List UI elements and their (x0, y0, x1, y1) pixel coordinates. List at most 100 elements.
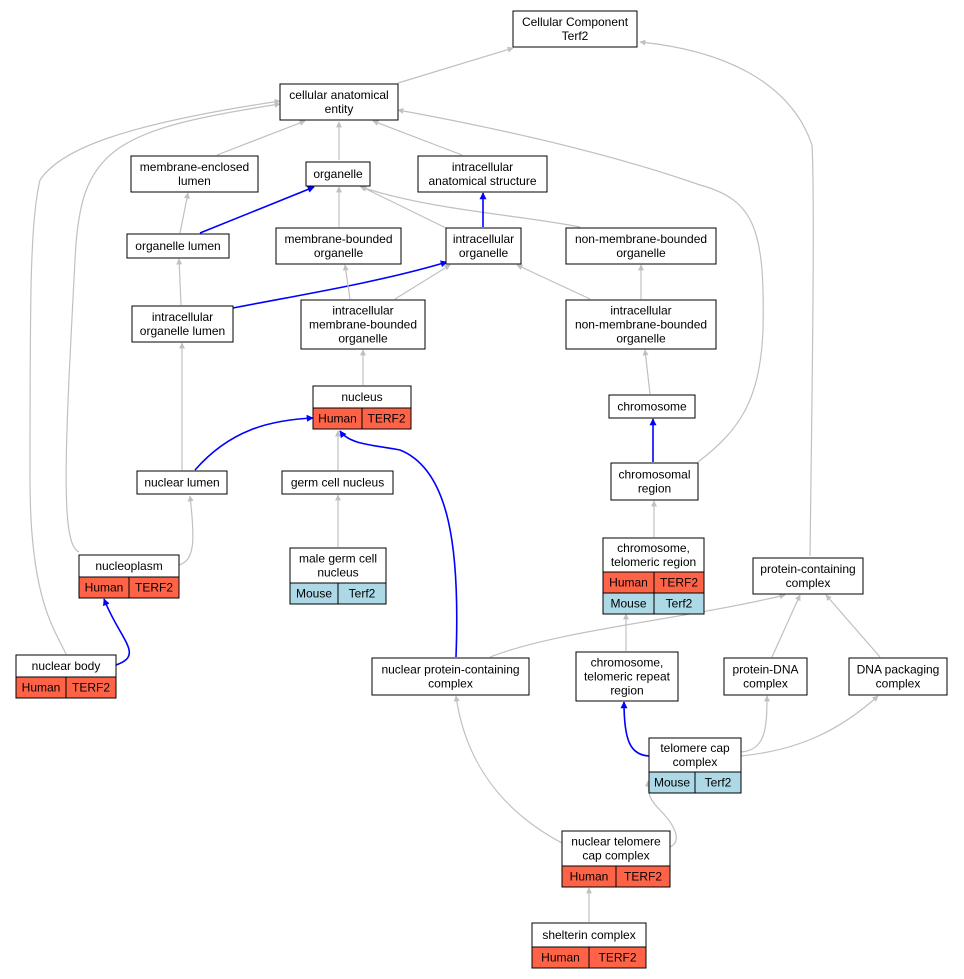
node-box (136, 470, 228, 495)
node-label: organelle (616, 332, 666, 346)
node-box (848, 657, 948, 696)
node-germ-cell-nucleus[interactable]: germ cell nucleus (281, 470, 394, 495)
node-label: organelle (459, 246, 509, 260)
species-label: Mouse (654, 776, 690, 790)
node-box (565, 227, 717, 265)
node-label: complex (876, 677, 921, 691)
node-label: shelterin complex (542, 928, 635, 942)
node-box (281, 470, 394, 495)
species-label: Mouse (610, 597, 646, 611)
edge-organelle-lumen-to-membrane-enclosed-lumen (179, 192, 190, 234)
edge-cellular-anatomical-entity-to-cellular-component (397, 46, 514, 84)
gene-cell (588, 946, 647, 969)
gene-label: TERF2 (135, 581, 173, 595)
node-label: complex (786, 576, 831, 590)
node-label: non-membrane-bounded (575, 318, 707, 332)
species-label: Mouse (296, 587, 332, 601)
species-label: Human (570, 870, 609, 884)
node-label: non-membrane-bounded (575, 232, 707, 246)
node-box (275, 227, 402, 265)
node-label: region (638, 482, 671, 496)
edge-nuclear-protein-containing-complex-to-protein-containing-complex (489, 593, 786, 658)
species-label: Human (22, 681, 61, 695)
node-label: nucleus (341, 390, 382, 404)
gene-label: TERF2 (367, 412, 405, 426)
edge-intracellular-organelle-lumen-to-organelle-lumen (176, 258, 183, 306)
node-label: entity (325, 102, 354, 116)
gene-label: Terf2 (705, 776, 732, 790)
node-box (305, 161, 371, 187)
node-label: germ cell nucleus (291, 476, 384, 490)
gene-label: Terf2 (349, 587, 376, 601)
node-label: telomeric region (611, 555, 696, 569)
edge-nuclear-lumen-to-nucleus (194, 414, 314, 471)
edge-nucleoplasm-to-cellular-anatomical-entity (65, 101, 281, 553)
node-nuclear-lumen[interactable]: nuclear lumen (136, 470, 228, 495)
edge-membrane-enclosed-lumen-to-cellular-anatomical-entity (216, 120, 306, 156)
node-box (131, 305, 234, 343)
node-label: membrane-bounded (284, 232, 392, 246)
edge-layer (29, 39, 881, 922)
node-box (723, 657, 808, 696)
edge-nucleoplasm-to-nuclear-lumen (178, 495, 194, 566)
edge-intracellular-membrane-bounded-organelle-to-intracellular-organelle (394, 264, 451, 300)
node-box (130, 155, 259, 193)
gene-cell (615, 865, 671, 888)
node-label: complex (428, 677, 473, 691)
node-organelle-lumen[interactable]: organelle lumen (126, 233, 230, 259)
edge-chromosome-to-intracellular-non-membrane-bounded-organelle (642, 349, 651, 395)
gene-cell (337, 582, 387, 605)
edge-intracellular-organelle-lumen-to-intracellular-organelle (232, 260, 448, 309)
gene-cell (65, 676, 117, 699)
node-box (371, 657, 530, 696)
node-chromosome[interactable]: chromosome (608, 394, 696, 419)
node-label: chromosome (617, 400, 687, 414)
node-box (575, 651, 679, 702)
node-label: cellular anatomical (289, 88, 388, 102)
edge-non-membrane-bounded-organelle-to-organelle (360, 185, 581, 228)
gene-cell (653, 592, 705, 615)
node-label: male germ cell (299, 552, 377, 566)
gene-label: TERF2 (624, 870, 662, 884)
species-label: Human (85, 581, 124, 595)
gene-label: TERF2 (660, 576, 698, 590)
node-box (289, 547, 387, 584)
edge-protein-dna-complex-to-protein-containing-complex (771, 594, 801, 658)
node-label: complex (743, 677, 788, 691)
node-label: protein-DNA (732, 663, 798, 677)
node-label: nuclear lumen (144, 476, 219, 490)
node-label: nucleoplasm (95, 559, 162, 573)
node-intracellular-non-membrane-bounded-organelle[interactable]: intracellularnon-membrane-boundedorganel… (565, 299, 717, 350)
node-label: intracellular (453, 232, 514, 246)
node-box (417, 155, 548, 193)
node-label: cap complex (582, 849, 649, 863)
edge-telomere-cap-complex-to-dna-packaging-complex (740, 695, 879, 757)
node-organelle[interactable]: organelle (305, 161, 371, 187)
node-label: telomere cap (660, 741, 730, 755)
